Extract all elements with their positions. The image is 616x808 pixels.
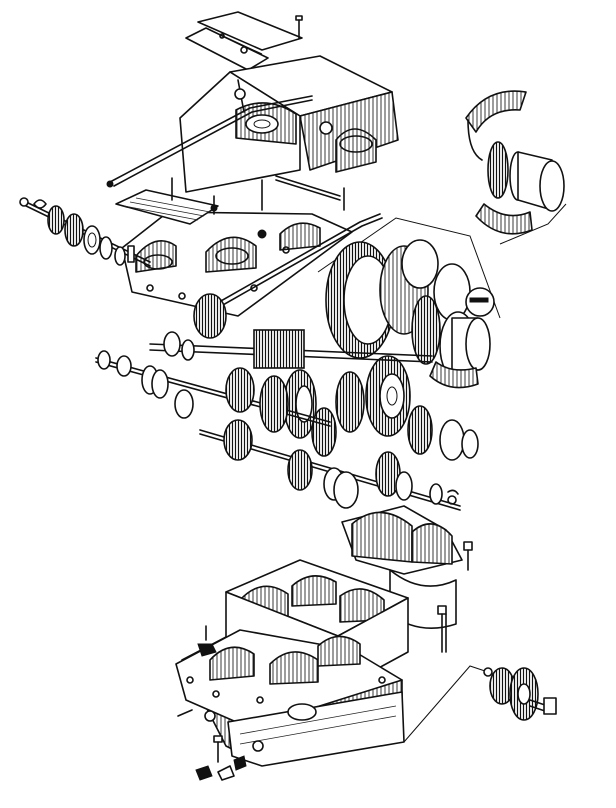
detail-bearing-callout-icon — [465, 90, 567, 245]
shift-rod-icon — [106, 79, 383, 319]
input-shaft-assembly-icon — [19, 197, 151, 267]
bolt-icon — [437, 605, 447, 653]
lower-housing-icon — [175, 505, 463, 767]
nut-icon — [177, 709, 216, 722]
large-gear-cluster-icon — [283, 217, 501, 461]
nut-icon — [195, 735, 247, 781]
output-shaft-flange-icon — [403, 665, 557, 743]
bolt-icon — [295, 15, 303, 39]
top-cover-plate-icon — [185, 11, 303, 71]
bolt-icon — [463, 541, 473, 571]
countershaft-assembly-icon — [95, 293, 461, 511]
upper-housing-icon — [115, 55, 399, 317]
nut-icon — [197, 625, 217, 657]
